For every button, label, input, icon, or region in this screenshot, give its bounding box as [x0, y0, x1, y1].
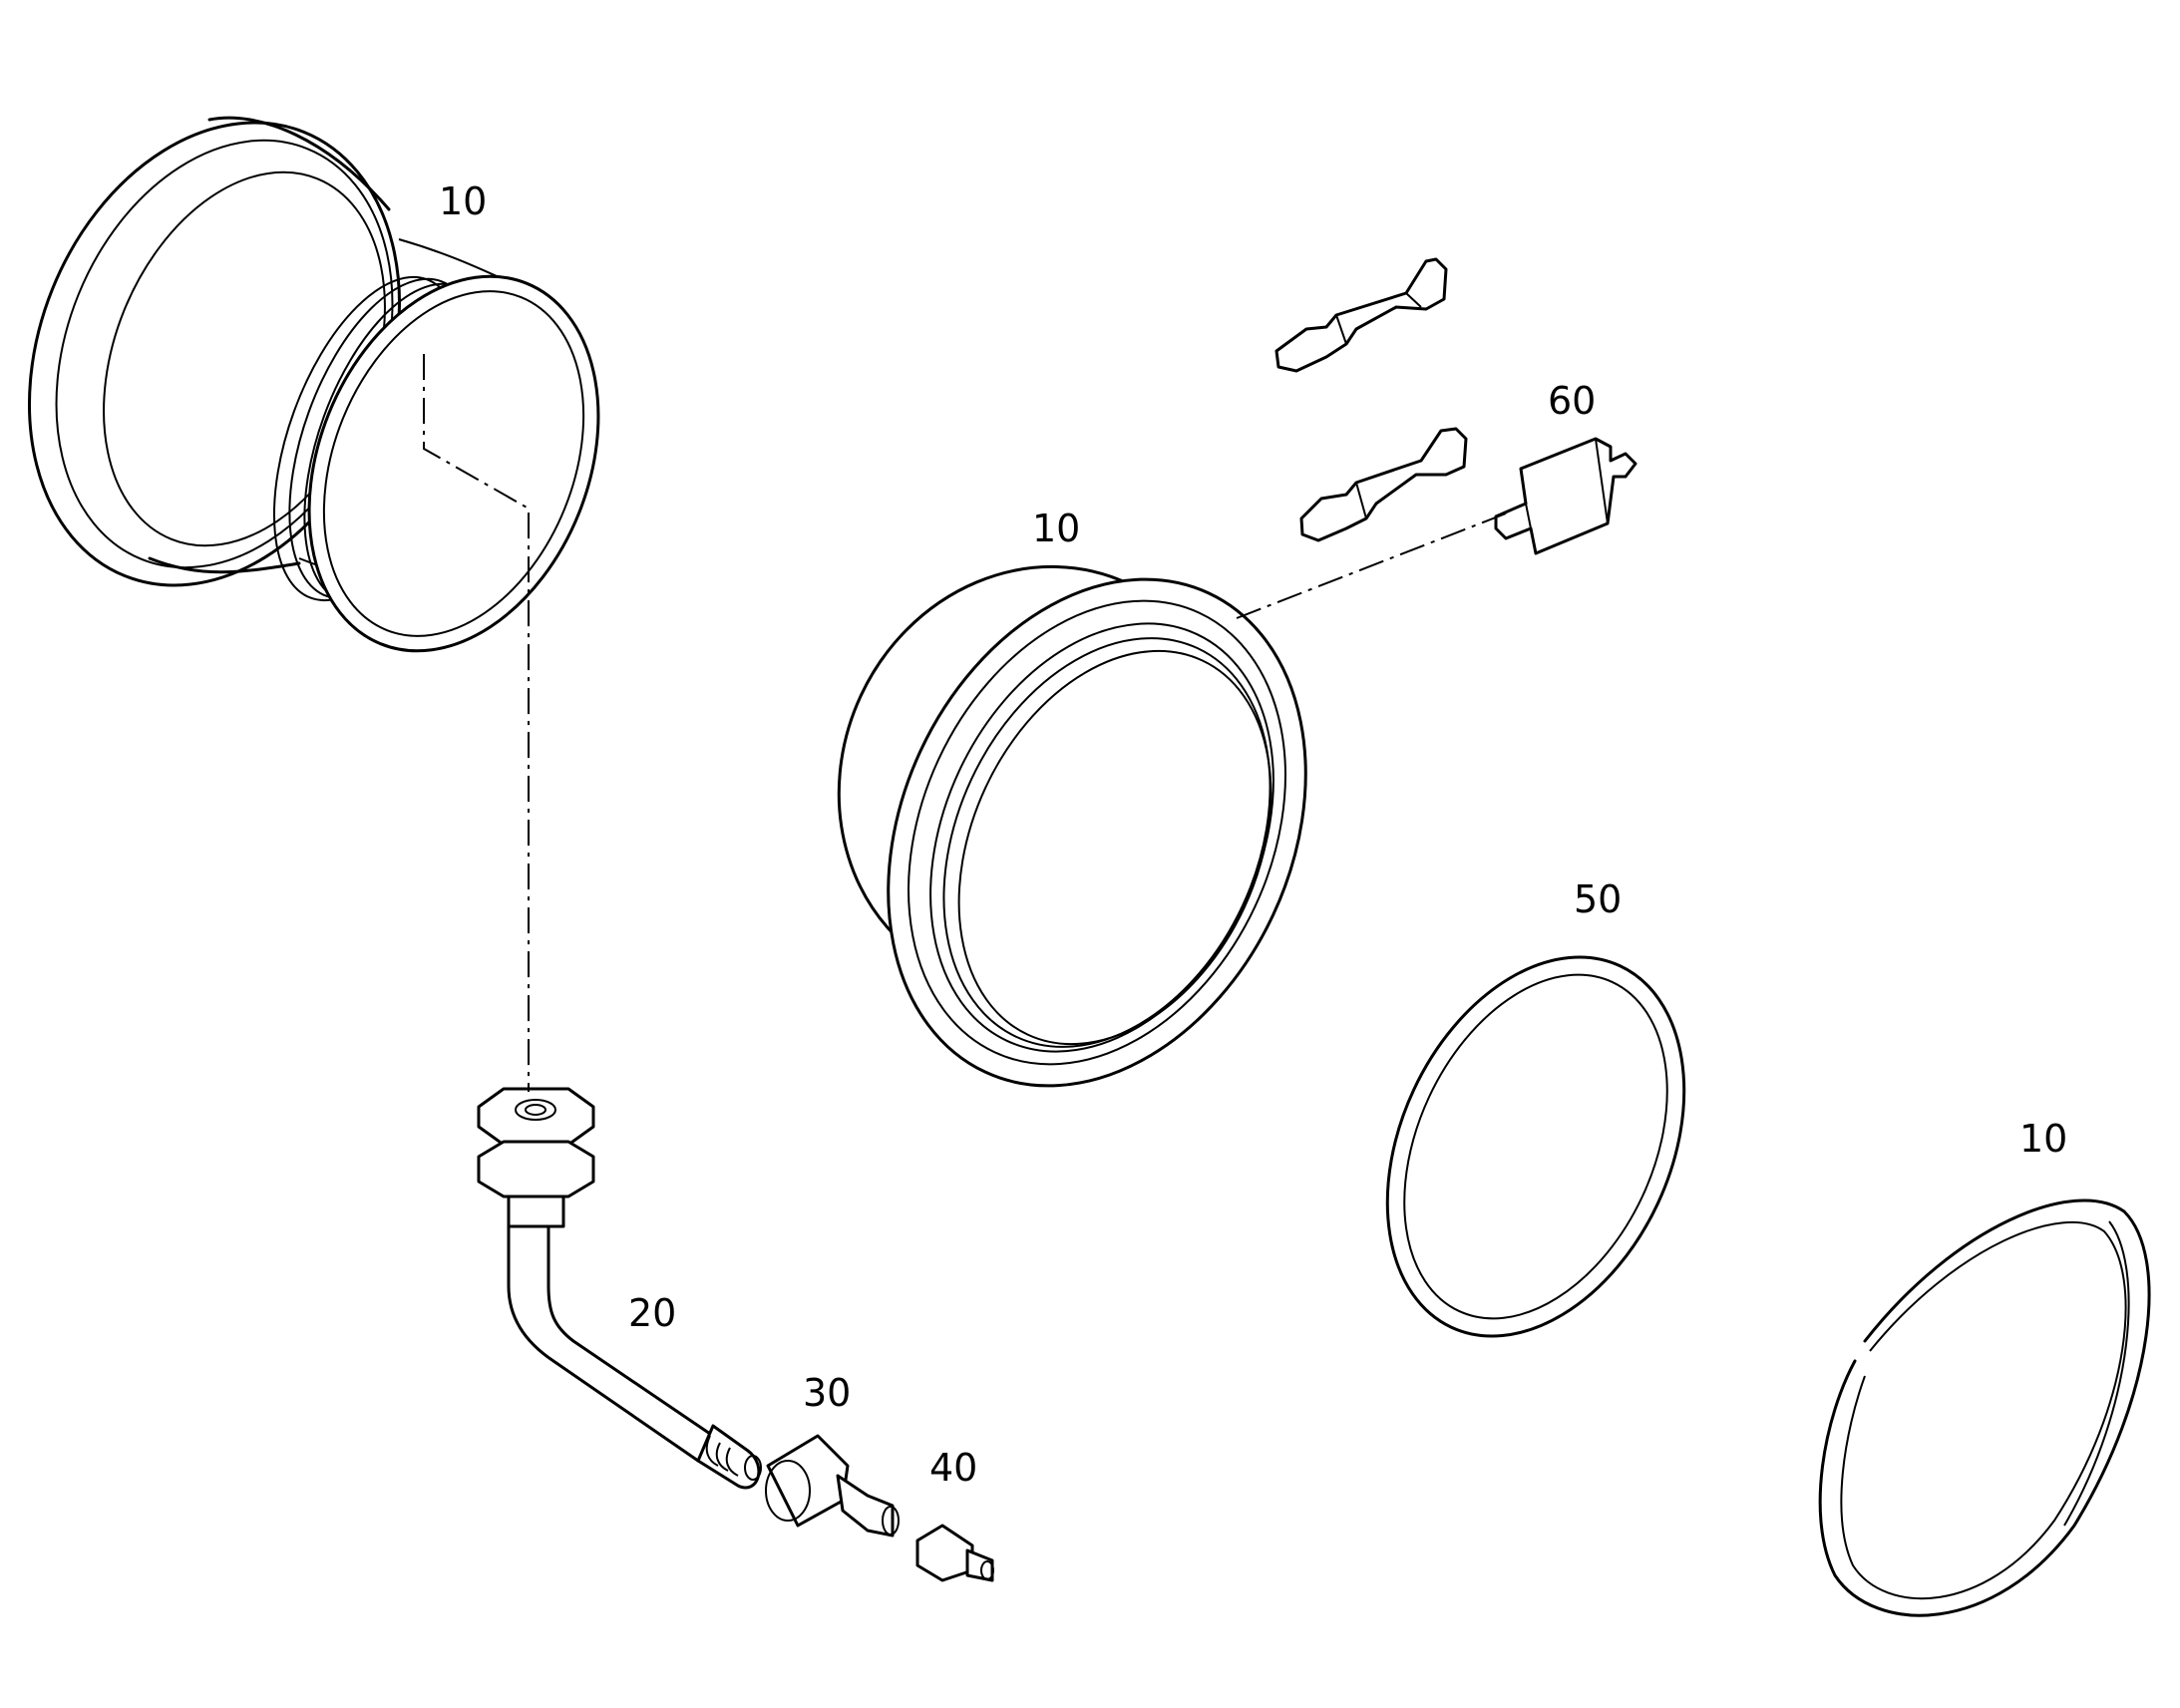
center-lines — [423, 354, 1507, 1092]
valve-adapter — [765, 1434, 900, 1537]
callout-driver-key: 60 — [1548, 379, 1596, 423]
callout-lock-ring: 10 — [2019, 1117, 2067, 1161]
lock-ring — [1818, 1198, 2151, 1617]
flange-ring — [837, 564, 1307, 1088]
driver-key-block — [1494, 437, 1637, 555]
callout-valve-adapter: 30 — [803, 1371, 851, 1415]
callout-rim: 10 — [439, 179, 487, 223]
valve-stem — [477, 1087, 762, 1490]
callout-valve-stem: 20 — [628, 1291, 676, 1335]
o-ring — [1385, 955, 1686, 1338]
driver-key-middle — [1299, 427, 1468, 542]
callout-o-ring: 50 — [1574, 877, 1622, 921]
valve-core — [915, 1524, 994, 1582]
wheel-rim — [27, 116, 600, 653]
driver-key-upper — [1274, 257, 1448, 373]
callout-flange-ring: 10 — [1032, 507, 1080, 550]
callout-valve-core: 40 — [929, 1446, 977, 1490]
